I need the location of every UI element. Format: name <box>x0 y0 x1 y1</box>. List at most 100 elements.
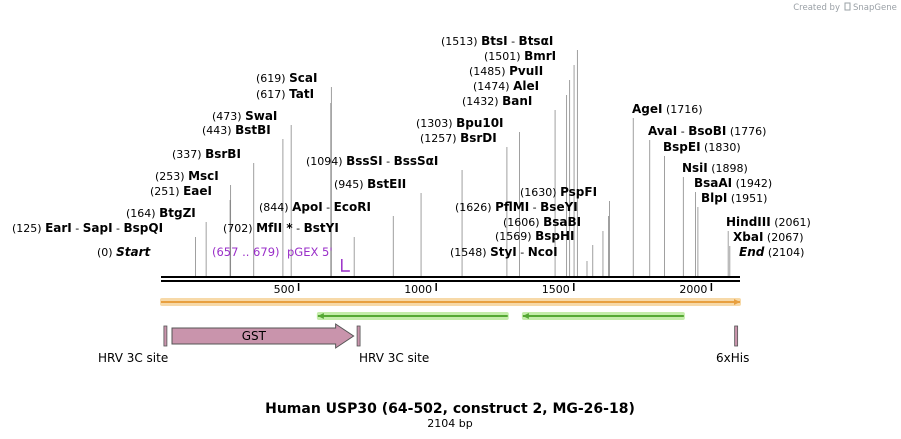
orf-arrow-2[interactable] <box>316 312 509 320</box>
snapgene-logo-icon <box>844 2 851 11</box>
site-eaei[interactable]: (251) EaeI <box>150 184 212 198</box>
site-position: (1606) <box>503 216 540 229</box>
dna-backbone <box>161 276 740 282</box>
primer-pgex-5[interactable]: (657 .. 679) pGEX 5' <box>212 245 350 272</box>
site-end[interactable]: End (2104) <box>739 245 804 259</box>
site-bsabi[interactable]: (1606) BsaBI <box>503 215 581 229</box>
site-start[interactable]: (0) Start <box>97 245 151 259</box>
site-label: NsiI (1898) <box>682 161 748 175</box>
site-name: BtsαI <box>519 34 554 48</box>
site-position: (2067) <box>767 231 804 244</box>
site-label: (1257) BsrDI <box>420 131 497 145</box>
site-label: AgeI (1716) <box>632 102 703 116</box>
site-bsssi[interactable]: (1094) BssSI - BssSαI <box>306 154 438 168</box>
site-btsi[interactable]: (1513) BtsI - BtsαI <box>441 34 553 48</box>
site-scai[interactable]: (619) ScaI <box>256 71 317 85</box>
site-bspei[interactable]: BspEI (1830) <box>663 140 741 154</box>
snapgene-brand: SnapGene <box>853 3 897 13</box>
site-swai[interactable]: (473) SwaI <box>212 109 277 123</box>
enzyme-site-labels: (0) Start (125) EarI - SapI - BspQI(164) … <box>12 34 811 259</box>
site-name: BssSI <box>346 154 383 168</box>
site-label: (473) SwaI <box>212 109 277 123</box>
site-msci[interactable]: (253) MscI <box>155 169 219 183</box>
site-tati[interactable]: (617) TatI <box>256 87 314 101</box>
site-label: (1501) BmrI <box>484 49 556 63</box>
site-apoi[interactable]: (844) ApoI - EcoRI <box>259 200 371 214</box>
feature-gst-2[interactable]: GST <box>171 323 355 349</box>
orf-arrow-1[interactable] <box>160 298 741 306</box>
map-length: 2104 bp <box>427 417 472 430</box>
site-position: (473) <box>212 110 242 123</box>
feature-hrv-3c-site-3[interactable]: HRV 3C site <box>356 325 429 365</box>
feature-label: HRV 3C site <box>98 351 168 365</box>
site-pflmi[interactable]: (1626) PflMI - BseYI <box>455 200 578 214</box>
site-label: (844) ApoI - EcoRI <box>259 200 371 214</box>
site-name: BstEII <box>367 177 406 191</box>
site-position: (619) <box>256 72 286 85</box>
site-name: PvuII <box>509 64 543 78</box>
site-position: (1501) <box>484 50 521 63</box>
site-position: (1474) <box>473 80 510 93</box>
site-name: NcoI <box>528 245 558 259</box>
site-avai[interactable]: AvaI - BsoBI (1776) <box>648 124 766 138</box>
site-pspfi[interactable]: (1630) PspFI <box>520 185 597 199</box>
site-alei[interactable]: (1474) AleI <box>473 79 539 93</box>
site-bstbi[interactable]: (443) BstBI <box>202 123 271 137</box>
feature-hrv-3c-site-1[interactable]: HRV 3C site <box>98 325 168 365</box>
site-bsphi[interactable]: (1569) BspHI <box>495 229 574 243</box>
site-position: (1257) <box>420 132 457 145</box>
site-position: (1094) <box>306 155 343 168</box>
site-position: (1626) <box>455 201 492 214</box>
site-name: StyI <box>490 245 517 259</box>
site-name: SwaI <box>245 109 277 123</box>
site-label: (337) BsrBI <box>172 147 241 161</box>
site-bani[interactable]: (1432) BanI <box>462 94 532 108</box>
site-position: (1303) <box>416 117 453 130</box>
site-label: End (2104) <box>739 245 804 259</box>
site-name: BseYI <box>540 200 578 214</box>
site-nsii[interactable]: NsiI (1898) <box>682 161 748 175</box>
created-by-label: Created by <box>793 3 840 13</box>
site-position: (1630) <box>520 186 557 199</box>
site-pvuii[interactable]: (1485) PvuII <box>469 64 543 78</box>
site-position: (945) <box>334 178 364 191</box>
site-label: (702) MfII * - BstYI <box>223 221 339 235</box>
site-hindiii[interactable]: HindIII (2061) <box>726 215 811 229</box>
site-separator: - <box>72 222 83 235</box>
site-name: BssSαI <box>394 154 439 168</box>
site-bsaai[interactable]: BsaAI (1942) <box>694 176 772 190</box>
site-separator: - <box>323 201 334 214</box>
site-label: (443) BstBI <box>202 123 271 137</box>
site-position: (1830) <box>704 141 741 154</box>
site-mfii[interactable]: (702) MfII * - BstYI <box>223 221 339 235</box>
site-label: (1474) AleI <box>473 79 539 93</box>
feature-label: 6xHis <box>716 351 749 365</box>
site-label: (1485) PvuII <box>469 64 543 78</box>
site-bmri[interactable]: (1501) BmrI <box>484 49 556 63</box>
site-btgzi[interactable]: (164) BtgZI <box>126 206 196 220</box>
site-bsrdi[interactable]: (1257) BsrDI <box>420 131 497 145</box>
site-styi[interactable]: (1548) StyI - NcoI <box>450 245 558 259</box>
site-name: SapI <box>83 221 113 235</box>
orf-arrow-3[interactable] <box>521 312 685 320</box>
site-bsteii[interactable]: (945) BstEII <box>334 177 406 191</box>
site-bpu10i[interactable]: (1303) Bpu10I <box>416 116 504 130</box>
site-bsrbi[interactable]: (337) BsrBI <box>172 147 241 161</box>
primer-name: pGEX 5' <box>287 245 333 259</box>
site-eari[interactable]: (125) EarI - SapI - BspQI <box>12 221 163 235</box>
feature-6xhis-4[interactable]: 6xHis <box>716 325 749 365</box>
ruler-tick: 2000 <box>679 283 713 296</box>
site-xbai[interactable]: XbaI (2067) <box>733 230 803 244</box>
site-label: (1626) PflMI - BseYI <box>455 200 578 214</box>
site-position: (1776) <box>730 125 767 138</box>
site-label: (251) EaeI <box>150 184 212 198</box>
site-label: XbaI (2067) <box>733 230 803 244</box>
site-separator: - <box>677 125 688 138</box>
site-agei[interactable]: AgeI (1716) <box>632 102 703 116</box>
site-blpi[interactable]: BlpI (1951) <box>701 191 767 205</box>
site-name: PflMI <box>495 200 529 214</box>
site-separator: - <box>508 35 519 48</box>
